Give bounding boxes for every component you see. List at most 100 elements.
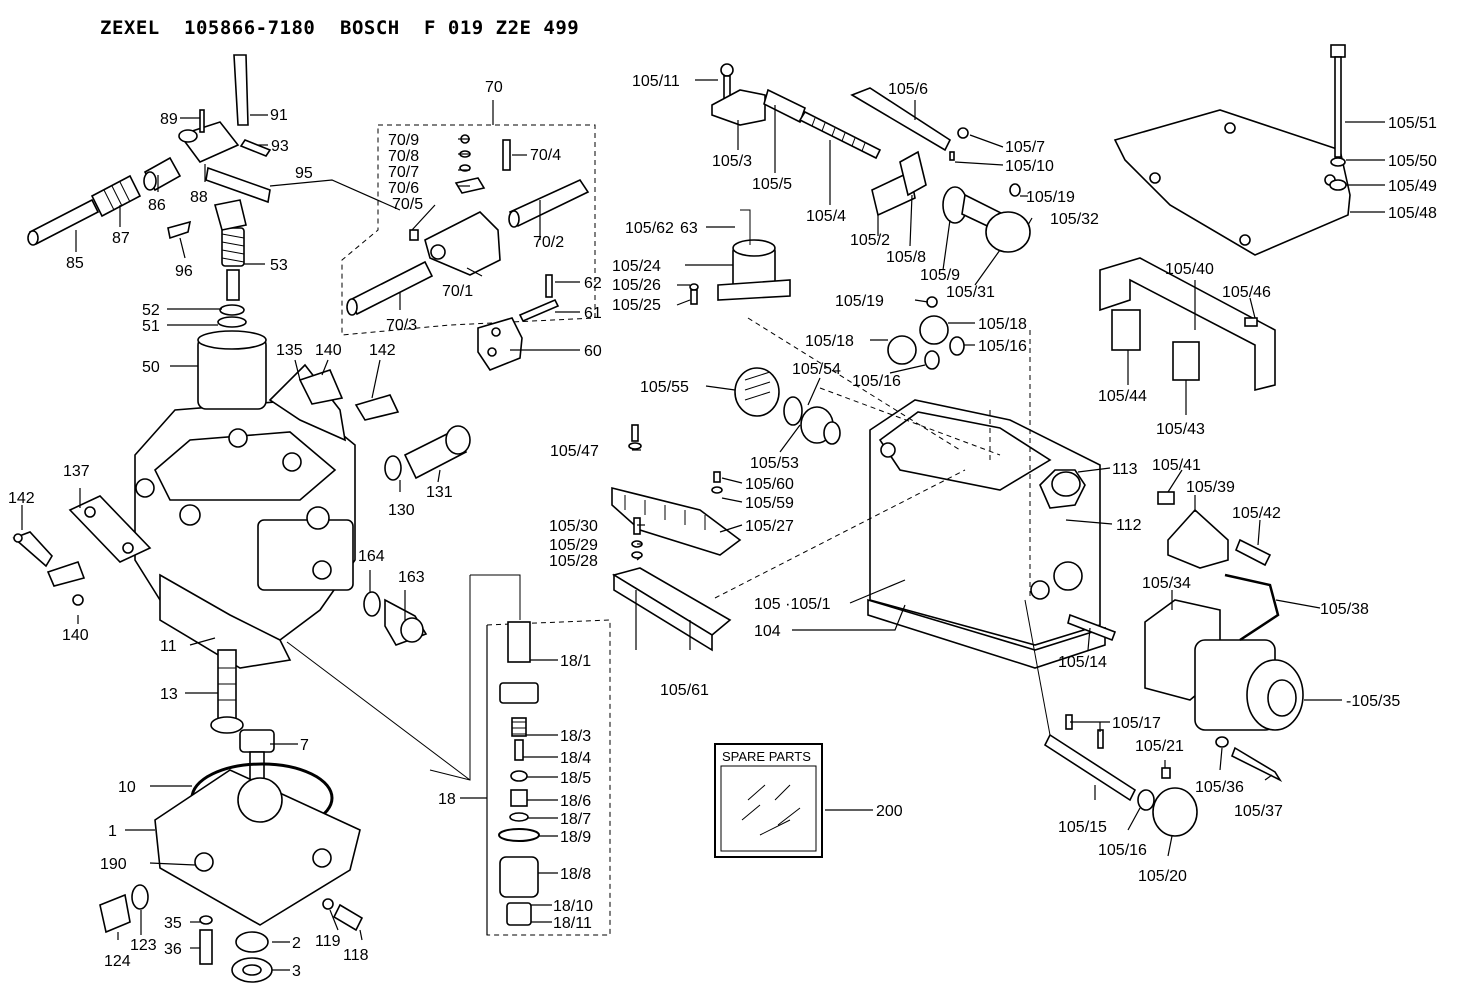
callout-70-8: 70/8 (388, 148, 419, 165)
callout-3: 3 (292, 963, 301, 980)
callout-105-34: 105/34 (1142, 575, 1191, 592)
assembly-70-boundary (341, 124, 596, 336)
screw-105-36-105-37 (1215, 736, 1283, 782)
callout-105-16-bottom: 105/16 (1098, 842, 1147, 859)
callout-105-28: 105/28 (549, 553, 598, 570)
callout-18-1: 18/1 (560, 653, 591, 670)
spare-parts-label: SPARE PARTS (722, 749, 811, 764)
callout-104: 104 (754, 623, 781, 640)
callout-93: 93 (271, 138, 289, 155)
callout-105-60: 105/60 (745, 476, 794, 493)
callout-140-top: 140 (315, 342, 342, 359)
callout-140-left: 140 (62, 627, 89, 644)
callout-36: 36 (164, 941, 182, 958)
callout-142-left: 142 (8, 490, 35, 507)
motor-105-34-105-35 (1144, 573, 1304, 731)
callout-50: 50 (142, 359, 160, 376)
callout-18-5: 18/5 (560, 770, 591, 787)
screw-35-36 (199, 915, 213, 965)
callout-105-31: 105/31 (946, 284, 995, 301)
plate-105-6 (850, 87, 952, 152)
callout-135: 135 (276, 342, 303, 359)
callout-labels: 70 70/9 70/8 70/7 70/6 70/5 70/4 70/2 70… (8, 73, 1437, 980)
spare-parts-bag-200: SPARE PARTS (714, 743, 823, 858)
callout-105-61: 105/61 (660, 682, 709, 699)
callout-105-17: 105/17 (1112, 715, 1161, 732)
callout-7: 7 (300, 737, 309, 754)
callout-105-30: 105/30 (549, 518, 598, 535)
callout-105-35: -105/35 (1346, 693, 1400, 710)
screw-118-119 (322, 898, 364, 932)
callout-62: 62 (584, 275, 602, 292)
callout-1: 1 (108, 823, 117, 840)
callout-105-16-right: 105/16 (978, 338, 1027, 355)
callout-105-19-top: 105/19 (1026, 189, 1075, 206)
callout-70-3: 70/3 (386, 317, 417, 334)
header-bosch-number: F 019 Z2E 499 (424, 17, 579, 39)
plug-163-164 (363, 591, 428, 646)
callout-112: 112 (1116, 517, 1142, 534)
callout-105-16-mid: 105/16 (852, 373, 901, 390)
lever-91-assembly (178, 54, 272, 231)
callout-105-48: 105/48 (1388, 205, 1437, 222)
governor-weight-50 (197, 330, 267, 410)
callout-105-24: 105/24 (612, 258, 661, 275)
callout-105-19-mid: 105/19 (835, 293, 884, 310)
assembly-70 (346, 134, 590, 316)
plug-130-131 (384, 425, 471, 481)
callout-105-29: 105/29 (549, 537, 598, 554)
fittings-105-53-105-55 (734, 367, 841, 445)
callout-131: 131 (426, 484, 453, 501)
callout-137: 137 (63, 463, 90, 480)
callout-105-5: 105/5 (752, 176, 792, 193)
callout-123: 123 (130, 937, 157, 954)
callout-119: 119 (315, 933, 341, 950)
callout-105-10: 105/10 (1005, 158, 1054, 175)
callout-105-2: 105/2 (850, 232, 890, 249)
callout-18-3: 18/3 (560, 728, 591, 745)
callout-105-59: 105/59 (745, 495, 794, 512)
callout-95: 95 (295, 165, 313, 182)
callout-70-5: 70/5 (392, 196, 423, 213)
callout-105-6: 105/6 (888, 81, 928, 98)
rail-105-61 (611, 567, 732, 652)
shaft-105-15 (1024, 599, 1198, 837)
callout-105-53: 105/53 (750, 455, 799, 472)
plate-135-140-142 (298, 369, 400, 421)
assembly-18 (498, 621, 540, 926)
callout-105-18-right: 105/18 (978, 316, 1027, 333)
callout-105-41: 105/41 (1152, 457, 1201, 474)
callout-105-7: 105/7 (1005, 139, 1045, 156)
callout-70-1: 70/1 (442, 283, 473, 300)
callout-86: 86 (148, 197, 166, 214)
governor-housing (134, 363, 356, 669)
callout-18-10: 18/10 (553, 898, 593, 915)
callout-190: 190 (100, 856, 127, 873)
callout-105-38: 105/38 (1320, 601, 1369, 618)
callout-105-21: 105/21 (1135, 738, 1184, 755)
leader-lines (21, 79, 1385, 971)
callout-105-11: 105/11 (632, 73, 680, 90)
threaded-rod-105-4 (798, 110, 882, 160)
callout-53: 53 (270, 257, 288, 274)
lever-60-62 (477, 274, 560, 371)
gears-105-18 (887, 296, 965, 370)
callout-13: 13 (160, 686, 178, 703)
assembly-18-boundary (486, 619, 611, 936)
callout-11: 11 (160, 638, 177, 655)
cover-plate-137 (12, 495, 152, 606)
callout-113: 113 (1112, 461, 1138, 478)
callout-105-3: 105/3 (712, 153, 752, 170)
callout-105-43: 105/43 (1156, 421, 1205, 438)
diagram-header: ZEXEL 105866-7180 BOSCH F 019 Z2E 499 (100, 17, 579, 39)
callout-60: 60 (584, 343, 602, 360)
gear-105-9-coupling-105-32 (942, 183, 1031, 253)
callout-105-47: 105/47 (550, 443, 599, 460)
callout-105-8: 105/8 (886, 249, 926, 266)
callout-142-top: 142 (369, 342, 396, 359)
callout-105-36: 105/36 (1195, 779, 1244, 796)
callout-105-54: 105/54 (792, 361, 841, 378)
callout-118: 118 (343, 947, 369, 964)
callout-91: 91 (270, 107, 288, 124)
